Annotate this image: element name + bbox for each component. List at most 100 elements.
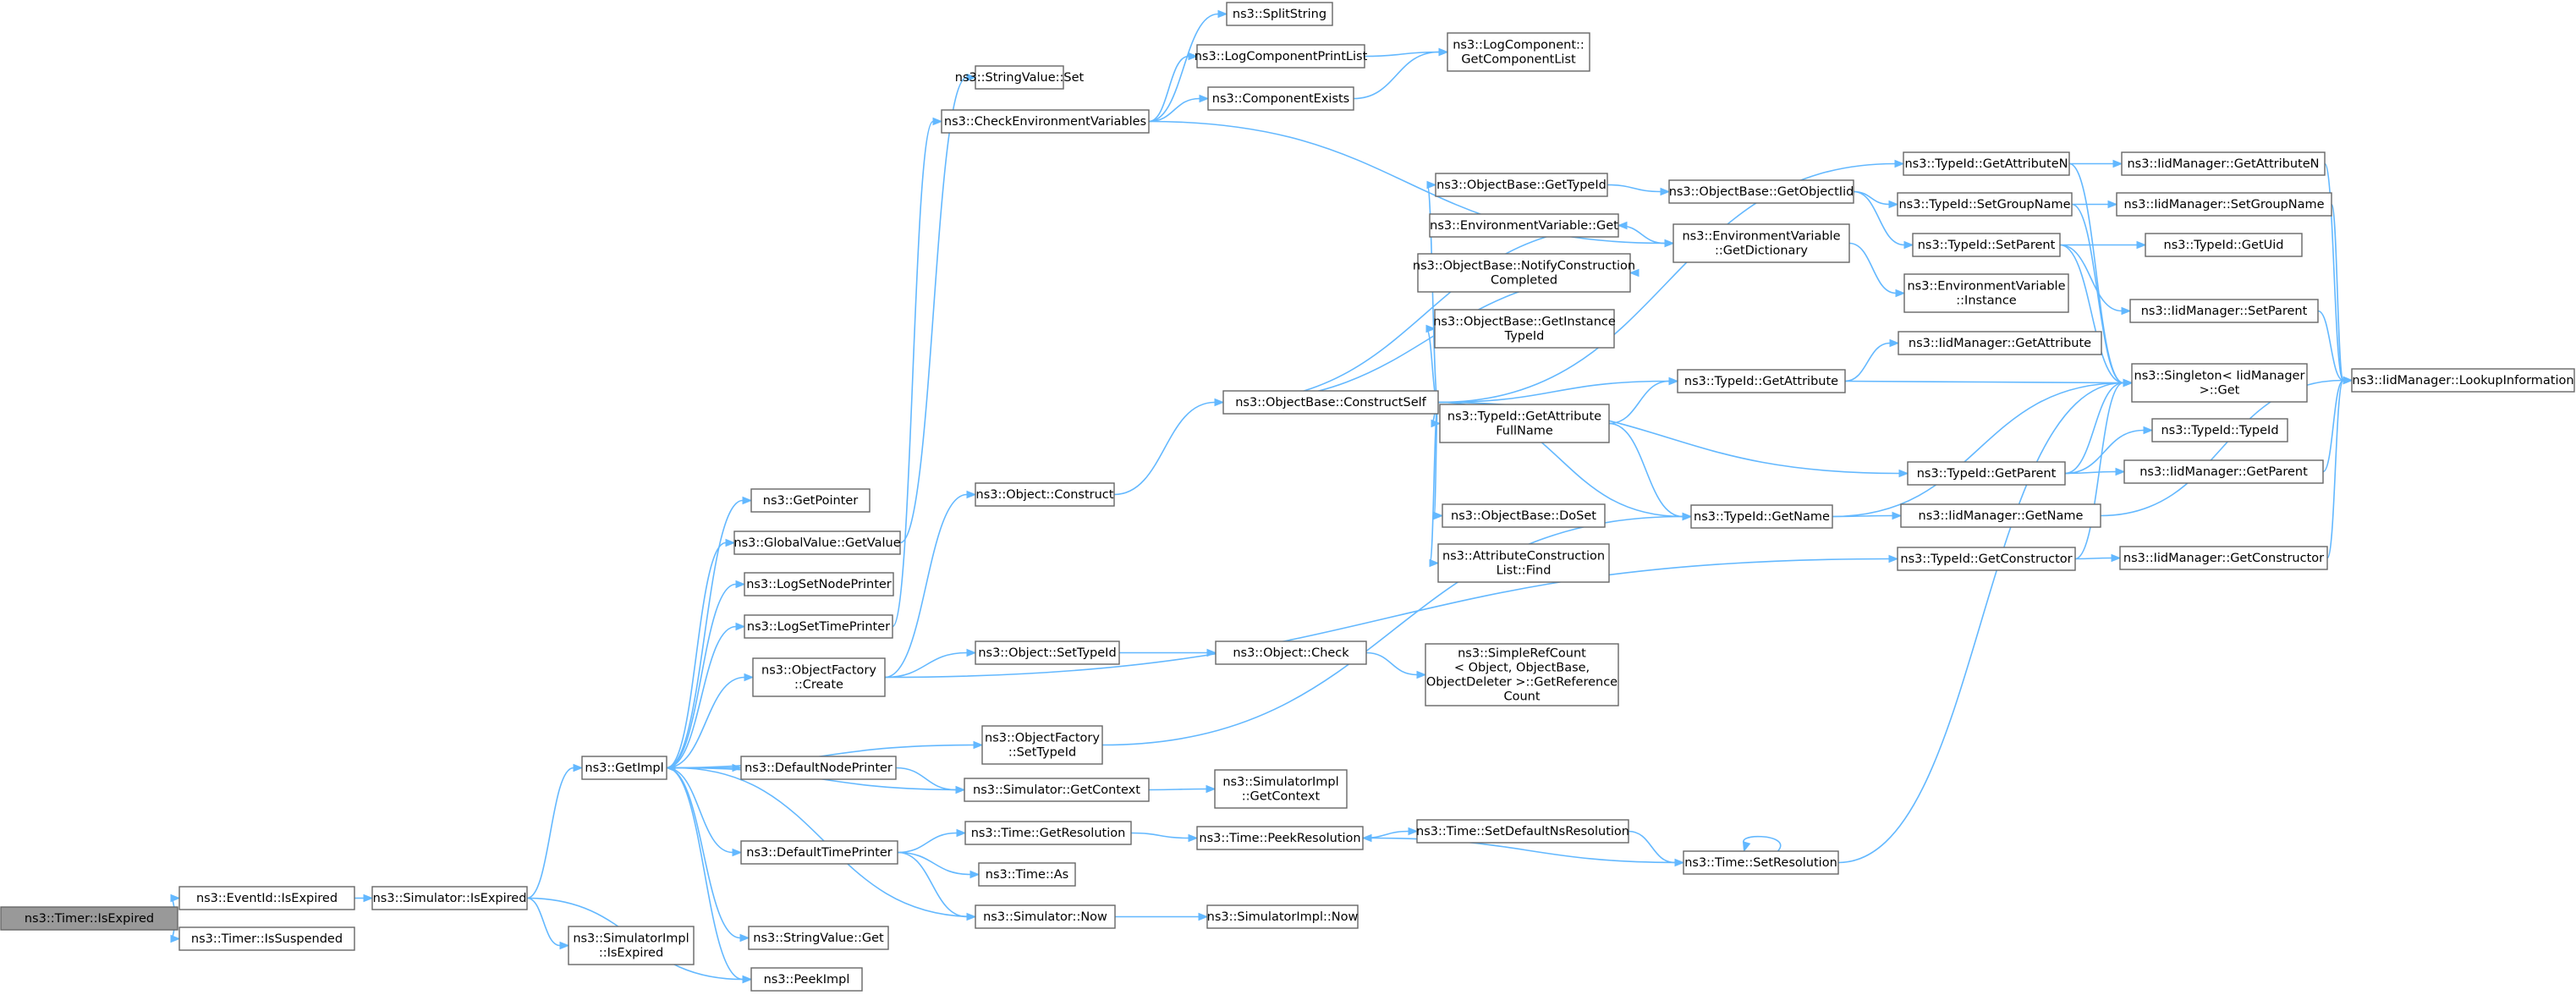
node-ns3-globalvalue-getvalue[interactable]: ns3::GlobalValue::GetValue [733,530,901,555]
node-box[interactable] [1222,390,1439,415]
node-box[interactable] [1912,233,2061,257]
node-ns3-typeid-setgroupname[interactable]: ns3::TypeId::SetGroupName [1897,192,2073,217]
node-ns3-object-settypeid[interactable]: ns3::Object::SetTypeId [975,640,1120,665]
node-box[interactable] [1435,173,1608,197]
node-ns3-iidmanager-getconstructor[interactable]: ns3::IidManager::GetConstructor [2119,546,2328,570]
node-box[interactable] [1447,32,1590,72]
node-box[interactable] [1903,151,2070,176]
node-ns3-typeid-getconstructor[interactable]: ns3::TypeId::GetConstructor [1897,547,2076,571]
node-ns3-eventid-isexpired[interactable]: ns3::EventId::IsExpired [179,886,355,910]
node-box[interactable] [568,926,695,965]
node-ns3-typeid-getattribute[interactable]: ns3::TypeId::GetAttribute [1677,369,1846,393]
node-ns3-typeid-getuid[interactable]: ns3::TypeId::GetUid [2145,233,2303,257]
node-ns3-componentexists[interactable]: ns3::ComponentExists [1207,86,1354,111]
node-ns3-logsetnodeprinter[interactable]: ns3::LogSetNodePrinter [744,572,894,596]
node-ns3-simulatorimpl-now[interactable]: ns3::SimulatorImpl::Now [1206,904,1359,929]
node-box[interactable] [748,926,889,950]
node-box[interactable] [1434,309,1615,349]
node-ns3-typeid-getparent[interactable]: ns3::TypeId::GetParent [1907,461,2066,486]
node-box[interactable] [1903,273,2069,313]
node-box[interactable] [1437,543,1610,583]
node-ns3-objectbase-gettypeid[interactable]: ns3::ObjectBase::GetTypeId [1435,173,1608,197]
node-ns3-typeid-typeid[interactable]: ns3::TypeId::TypeId [2151,418,2288,443]
node-ns3-splitstring[interactable]: ns3::SplitString [1226,2,1333,26]
node-ns3-environmentvariable-get[interactable]: ns3::EnvironmentVariable::Get [1429,213,1619,238]
node-box[interactable] [978,862,1076,887]
node-box[interactable] [2129,299,2319,323]
node-box[interactable] [2131,363,2308,403]
node-box[interactable] [740,840,898,865]
node-box[interactable] [1683,850,1839,875]
node-box[interactable] [1897,192,2073,217]
node-ns3-simulator-isexpired[interactable]: ns3::Simulator::IsExpired [371,886,528,910]
node-ns3-object-construct[interactable]: ns3::Object::Construct [975,482,1115,507]
node-box[interactable] [1677,369,1846,393]
node-ns3-iidmanager-getattributen[interactable]: ns3::IidManager::GetAttributeN [2121,151,2326,176]
node-box[interactable] [744,572,894,596]
node-box[interactable] [1668,179,1854,204]
node-box[interactable] [1907,461,2066,486]
node-box[interactable] [975,904,1116,929]
node-box[interactable] [371,886,528,910]
node-box[interactable] [1214,769,1348,809]
node-box[interactable] [179,886,355,910]
node-ns3-time-as[interactable]: ns3::Time::As [978,862,1076,887]
node-box[interactable] [2121,151,2326,176]
node-ns3-object-check[interactable]: ns3::Object::Check [1215,640,1367,665]
node-ns3-objectfactory-settypeid[interactable]: ns3::ObjectFactory::SetTypeId [981,725,1103,765]
node-ns3-time-peekresolution[interactable]: ns3::Time::PeekResolution [1196,826,1364,850]
node-ns3-iidmanager-getname[interactable]: ns3::IidManager::GetName [1900,503,2101,528]
node-box[interactable] [1207,86,1354,111]
node-ns3-defaulttimeprinter[interactable]: ns3::DefaultTimePrinter [740,840,898,865]
node-box[interactable] [975,640,1120,665]
node-box[interactable] [1897,547,2076,571]
node-ns3-simplerefcount-object-objectbase-objectdeleter-getreference-count[interactable]: ns3::SimpleRefCount< Object, ObjectBase,… [1425,643,1619,706]
node-ns3-typeid-getattributen[interactable]: ns3::TypeId::GetAttributeN [1903,151,2070,176]
node-box[interactable] [1417,253,1631,293]
node-box[interactable] [1206,904,1359,929]
node-box[interactable] [964,778,1150,802]
node-ns3-simulator-getcontext[interactable]: ns3::Simulator::GetContext [964,778,1150,802]
node-box[interactable] [1196,826,1364,850]
node-ns3-objectbase-getobjectiid[interactable]: ns3::ObjectBase::GetObjectIid [1668,179,1854,204]
node-ns3-objectbase-constructself[interactable]: ns3::ObjectBase::ConstructSelf [1222,390,1439,415]
node-box[interactable] [2151,418,2288,443]
node-box[interactable] [1900,503,2101,528]
node-box[interactable] [733,530,901,555]
node-box[interactable] [2123,459,2324,484]
node-ns3-timer-issuspended[interactable]: ns3::Timer::IsSuspended [179,926,355,951]
node-ns3-time-setdefaultnsresolution[interactable]: ns3::Time::SetDefaultNsResolution [1416,819,1629,844]
node-box[interactable] [744,614,893,639]
node-ns3-logcomponentprintlist[interactable]: ns3::LogComponentPrintList [1195,44,1368,69]
node-ns3-environmentvariable-instance[interactable]: ns3::EnvironmentVariable::Instance [1903,273,2069,313]
node-box[interactable] [740,756,897,780]
node-box[interactable] [1196,44,1365,69]
node-box[interactable] [2116,192,2332,217]
node-box[interactable] [1442,503,1606,528]
node-box[interactable] [2145,233,2303,257]
node-ns3-iidmanager-getattribute[interactable]: ns3::IidManager::GetAttribute [1898,331,2102,355]
node-ns3-environmentvariable-getdictionary[interactable]: ns3::EnvironmentVariable::GetDictionary [1672,223,1850,263]
node-ns3-simulator-now[interactable]: ns3::Simulator::Now [975,904,1116,929]
node-ns3-stringvalue-set[interactable]: ns3::StringValue::Set [955,65,1085,90]
node-box[interactable] [1226,2,1333,26]
node-ns3-objectbase-notifyconstruction-completed[interactable]: ns3::ObjectBase::NotifyConstructionCompl… [1413,253,1635,293]
node-box[interactable] [2119,546,2328,570]
node-box[interactable] [964,821,1132,845]
node-ns3-logsettimeprinter[interactable]: ns3::LogSetTimePrinter [744,614,893,639]
node-ns3-singleton-iidmanager-get[interactable]: ns3::Singleton< IidManager >::Get [2131,363,2308,403]
node-ns3-time-getresolution[interactable]: ns3::Time::GetResolution [964,821,1132,845]
node-ns3-getimpl[interactable]: ns3::GetImpl [581,756,667,780]
node-ns3-logcomponent-getcomponentlist[interactable]: ns3::LogComponent::GetComponentList [1447,32,1590,72]
node-ns3-timer-isexpired[interactable]: ns3::Timer::IsExpired [0,906,179,931]
node-box[interactable] [981,725,1103,765]
node-box[interactable] [975,482,1115,507]
node-box[interactable] [2351,368,2575,393]
node-ns3-iidmanager-lookupinformation[interactable]: ns3::IidManager::LookupInformation [2351,368,2575,393]
node-ns3-time-setresolution[interactable]: ns3::Time::SetResolution [1683,850,1839,875]
node-box[interactable] [1425,643,1619,706]
node-ns3-stringvalue-get[interactable]: ns3::StringValue::Get [748,926,889,950]
